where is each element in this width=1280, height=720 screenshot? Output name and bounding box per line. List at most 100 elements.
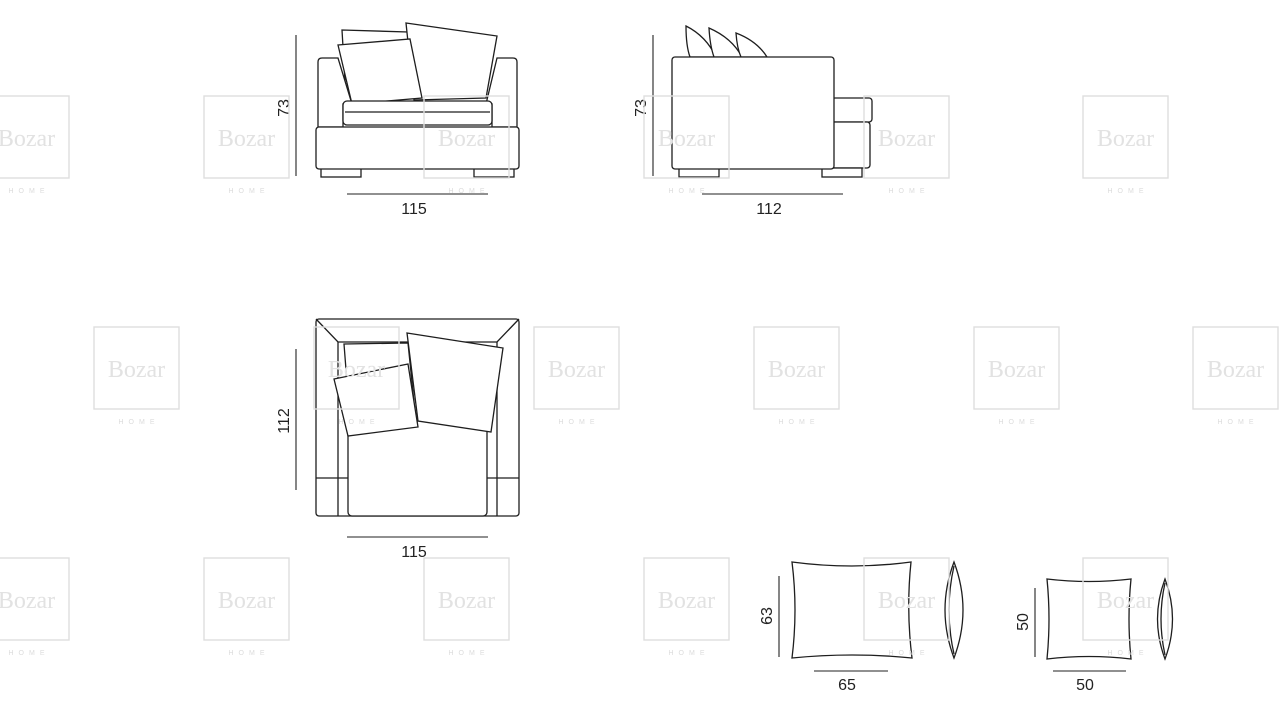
top-width-label: 115 [401, 544, 427, 561]
pillow-small-width-label: 50 [1076, 677, 1094, 694]
watermark-word: Bozar [878, 126, 935, 152]
pillow-large-height-label: 63 [759, 607, 776, 625]
watermark-subtitle: HOME [889, 650, 930, 657]
watermark-word: Bozar [0, 588, 55, 614]
watermark-frame [423, 95, 510, 179]
watermark-word: Bozar [878, 588, 935, 614]
front-throw-pillow [337, 38, 423, 105]
top-pillow-back-right [406, 332, 504, 433]
watermark-frame [973, 326, 1060, 410]
pillow-large-front [791, 561, 913, 659]
watermark-frame [0, 557, 70, 641]
watermark-subtitle: HOME [889, 188, 930, 195]
side-right-foot [821, 167, 863, 178]
watermark-subtitle: HOME [119, 419, 160, 426]
watermark-word: Bozar [218, 126, 275, 152]
watermark-subtitle: HOME [1218, 419, 1259, 426]
watermark-frame [1082, 95, 1169, 179]
watermark-word: Bozar [1207, 357, 1264, 383]
watermark-subtitle: HOME [559, 419, 600, 426]
watermark-frame [203, 557, 290, 641]
pillow-large-side [944, 560, 964, 660]
watermark-word: Bozar [438, 588, 495, 614]
watermark-subtitle: HOME [1108, 650, 1149, 657]
watermark-subtitle: HOME [229, 650, 270, 657]
watermark-subtitle: HOME [669, 650, 710, 657]
top-seat-cushion [347, 419, 488, 517]
watermark-frame [533, 326, 620, 410]
watermark-subtitle: HOME [229, 188, 270, 195]
watermark-word: Bozar [218, 588, 275, 614]
top-depth-label: 112 [276, 408, 293, 434]
watermark-frame [1192, 326, 1279, 410]
watermark-frame [753, 326, 840, 410]
pillow-small: 50 50 [1015, 577, 1174, 694]
watermark-frame [93, 326, 180, 410]
watermark-subtitle: HOME [449, 650, 490, 657]
side-height-label: 73 [633, 99, 650, 117]
watermark-frame [863, 95, 950, 179]
watermark-word: Bozar [1097, 126, 1154, 152]
watermark-frame [313, 326, 400, 410]
watermark-word: Bozar [548, 357, 605, 383]
side-seat-edge [831, 97, 873, 123]
side-pillow-3 [735, 32, 769, 58]
watermark-frame [643, 557, 730, 641]
watermark-frame [1082, 557, 1169, 641]
watermark-word: Bozar [0, 126, 55, 152]
watermark-word: Bozar [768, 357, 825, 383]
front-seat-cushion [342, 100, 493, 126]
front-height-label: 73 [276, 99, 293, 117]
watermark-subtitle: HOME [999, 419, 1040, 426]
watermark-frame [0, 95, 70, 179]
pillow-small-front [1046, 578, 1132, 660]
watermark-word: Bozar [108, 357, 165, 383]
front-width-label: 115 [401, 201, 427, 218]
pillow-large: 63 65 [759, 560, 964, 694]
side-depth-label: 112 [756, 201, 782, 218]
watermark-word: Bozar [658, 588, 715, 614]
watermark-layer: BozarHOMEBozarHOMEBozarHOMEBozarHOMEBoza… [0, 95, 1279, 657]
watermark-subtitle: HOME [779, 419, 820, 426]
watermark-word: Bozar [988, 357, 1045, 383]
watermark-word: Bozar [658, 126, 715, 152]
watermark-subtitle: HOME [339, 419, 380, 426]
watermark-subtitle: HOME [449, 188, 490, 195]
top-view: 112 115 [276, 318, 520, 561]
watermark-subtitle: HOME [669, 188, 710, 195]
watermark-word: Bozar [1097, 588, 1154, 614]
watermark-word: Bozar [438, 126, 495, 152]
watermark-frame [423, 557, 510, 641]
pillow-small-side [1156, 577, 1174, 661]
side-view: 73 112 [633, 24, 873, 218]
watermark-subtitle: HOME [9, 650, 50, 657]
pillow-large-width-label: 65 [838, 677, 856, 694]
watermark-subtitle: HOME [9, 188, 50, 195]
front-base [315, 126, 520, 170]
watermark-word: Bozar [328, 357, 385, 383]
watermark-frame [643, 95, 730, 179]
side-arm-body [671, 56, 835, 170]
watermark-frame [203, 95, 290, 179]
top-pillow-front [333, 363, 419, 437]
pillow-small-height-label: 50 [1015, 613, 1032, 631]
watermark-frame [863, 557, 950, 641]
